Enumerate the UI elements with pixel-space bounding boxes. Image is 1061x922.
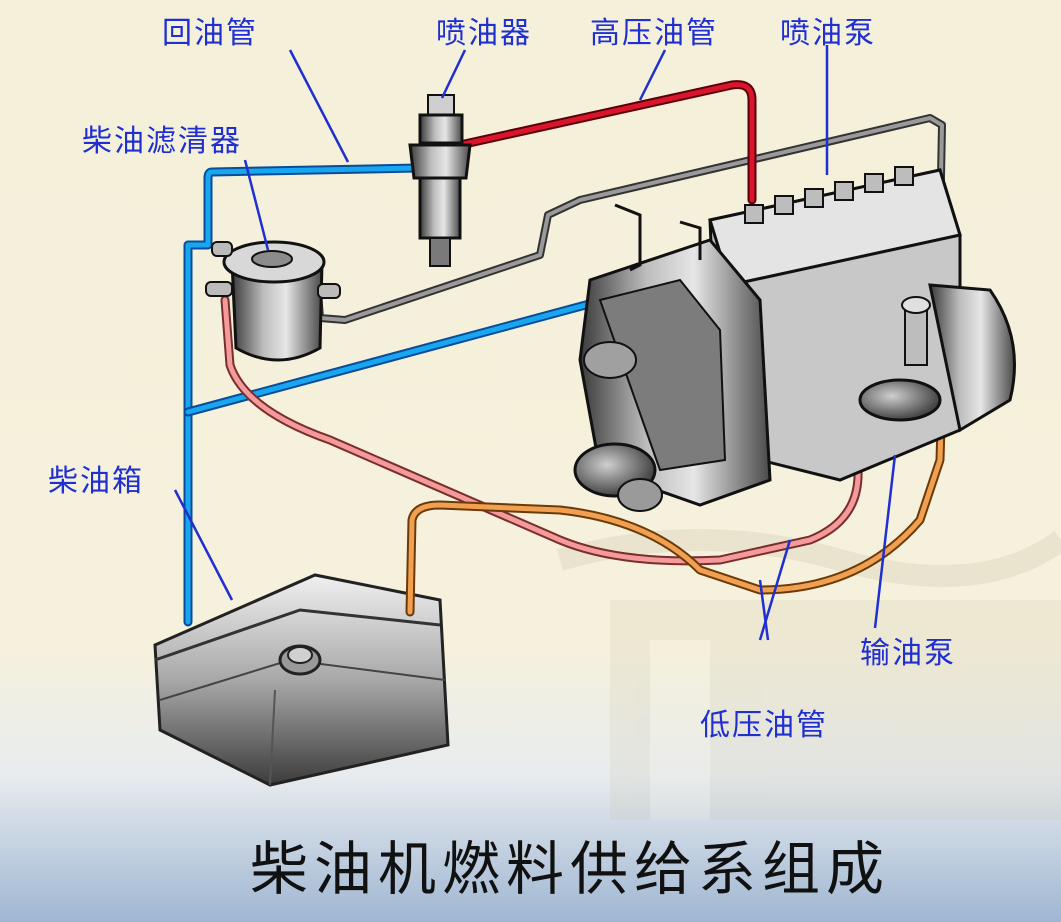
label-fuel-tank: 柴油箱 <box>48 464 144 499</box>
label-transfer-pump: 输油泵 <box>860 636 956 671</box>
return-line-pipe <box>183 163 423 627</box>
page-title: 柴油机燃料供给系组成 <box>250 835 891 903</box>
label-injector: 喷油器 <box>436 16 532 51</box>
leader-lines <box>173 45 897 641</box>
label-fuel-filter: 柴油滤清器 <box>82 124 242 159</box>
background-watermark <box>556 529 1061 820</box>
injection-pump <box>573 166 1016 512</box>
fuel-injector <box>408 94 472 267</box>
label-injection-pump: 喷油泵 <box>780 16 876 51</box>
fuel-filter <box>205 240 341 362</box>
label-return-line: 回油管 <box>162 16 258 51</box>
label-low-pressure-line: 低压油管 <box>700 708 828 743</box>
high-pressure-pipe <box>455 80 757 205</box>
label-high-pressure-line: 高压油管 <box>590 16 718 51</box>
fuel-tank <box>153 573 450 787</box>
